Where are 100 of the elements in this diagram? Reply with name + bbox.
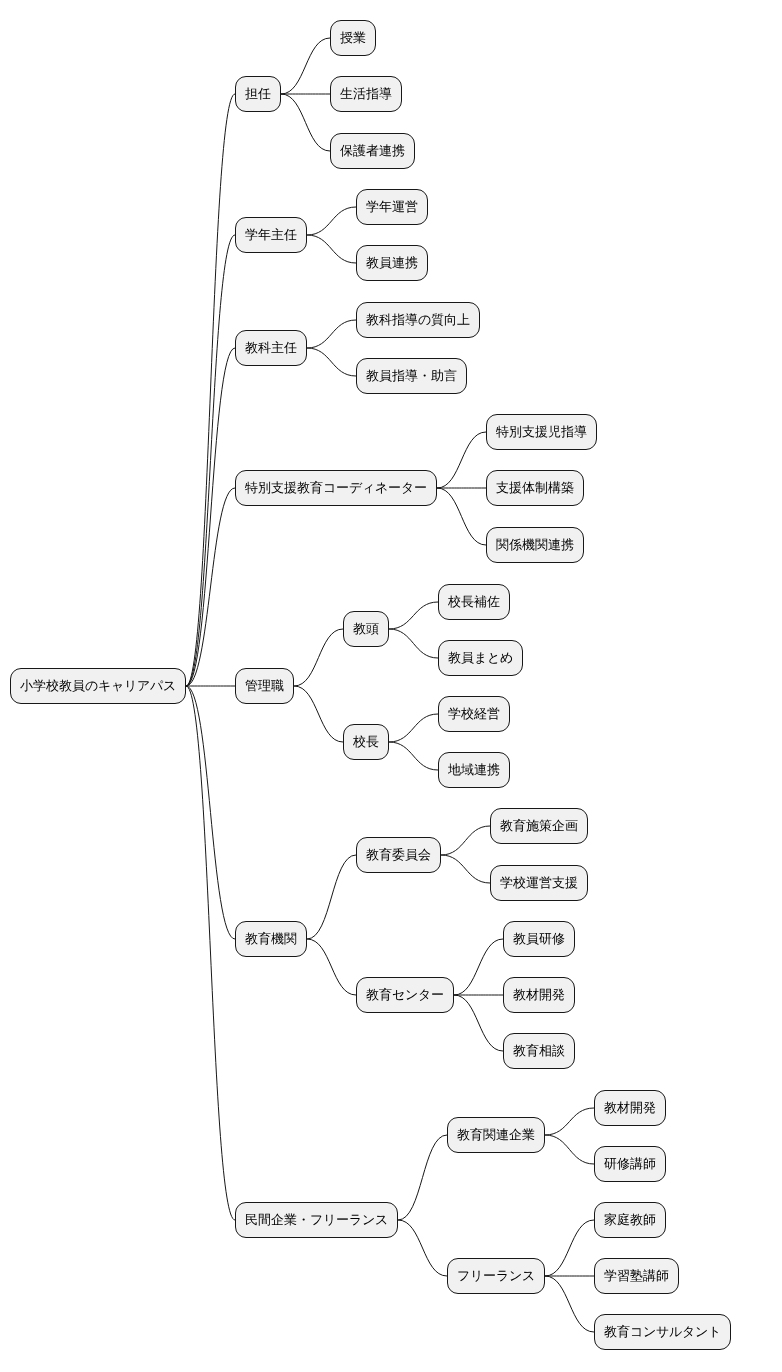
connector-line (280, 93, 331, 95)
topic-label: 教科指導の質向上 (366, 311, 470, 329)
topic-box (330, 20, 376, 56)
connector-line (306, 347, 357, 377)
connector-line (185, 487, 236, 687)
topic-box (486, 470, 584, 506)
topic-label: 教育相談 (513, 1042, 565, 1060)
topic-label: 教育関連企業 (457, 1126, 535, 1144)
connector-line (306, 938, 357, 996)
topic-label: 教員研修 (513, 930, 565, 948)
topic-box (10, 668, 186, 704)
topic-box (447, 1258, 545, 1294)
connector-line (397, 1219, 448, 1277)
connector-line (185, 685, 236, 1221)
topic-box (447, 1117, 545, 1153)
topic-label: 特別支援教育コーディネーター (245, 479, 427, 497)
connector-line (388, 601, 439, 630)
topic-label: 生活指導 (340, 85, 392, 103)
topic-box (438, 752, 510, 788)
topic-box (486, 527, 584, 563)
connector-line (185, 93, 236, 687)
topic-box (503, 921, 575, 957)
topic-box (343, 724, 389, 760)
topic-box (594, 1146, 666, 1182)
topic-label: 教員連携 (366, 254, 418, 272)
topic-box (490, 808, 588, 844)
topic-label: 地域連携 (448, 761, 500, 779)
topic-label: 教員指導・助言 (366, 367, 457, 385)
topic-label: 授業 (340, 29, 366, 47)
topic-label: 教科主任 (245, 339, 297, 357)
topic-box (438, 640, 523, 676)
topic-label: 管理職 (245, 677, 284, 695)
topic-label: 学習塾講師 (604, 1267, 669, 1285)
topic-label: 学年主任 (245, 226, 297, 244)
connector-line (280, 93, 331, 152)
topic-box (356, 245, 428, 281)
topic-box (330, 76, 402, 112)
connector-line (306, 854, 357, 940)
connector-line (397, 1134, 448, 1221)
topic-box (343, 611, 389, 647)
connector-line (185, 234, 236, 687)
topic-box (594, 1258, 679, 1294)
topic-box (356, 302, 480, 338)
topic-label: 教育センター (366, 986, 444, 1004)
topic-label: 支援体制構築 (496, 479, 574, 497)
topic-box (594, 1202, 666, 1238)
topic-label: 教育コンサルタント (604, 1323, 721, 1341)
topic-label: 教材開発 (513, 986, 565, 1004)
topic-label: 教頭 (353, 620, 379, 638)
topic-label: 特別支援児指導 (496, 423, 587, 441)
topic-box (490, 865, 588, 901)
topic-label: 民間企業・フリーランス (245, 1211, 388, 1229)
topic-box (235, 217, 307, 253)
connector-line (436, 487, 487, 546)
topic-label: 保護者連携 (340, 142, 405, 160)
connector-line (388, 713, 439, 743)
topic-label: 教育施策企画 (500, 817, 578, 835)
connector-line (306, 234, 357, 264)
topic-label: 担任 (245, 85, 271, 103)
topic-label: 教材開発 (604, 1099, 656, 1117)
connector-line (544, 1275, 595, 1333)
topic-label: 小学校教員のキャリアパス (20, 677, 176, 695)
connector-line (388, 741, 439, 771)
topic-box (235, 921, 307, 957)
topic-box (356, 977, 454, 1013)
connector-line (306, 206, 357, 236)
connector-line (440, 854, 491, 884)
topic-box (438, 584, 510, 620)
topic-box (235, 330, 307, 366)
topic-box (235, 1202, 398, 1238)
connector-line (293, 628, 344, 687)
topic-label: 研修講師 (604, 1155, 656, 1173)
connector-line (185, 685, 236, 687)
topic-box (330, 133, 415, 169)
topic-box (438, 696, 510, 732)
topic-label: 校長補佐 (448, 593, 500, 611)
connector-line (293, 685, 344, 743)
topic-box (235, 470, 437, 506)
topic-label: 学校経営 (448, 705, 500, 723)
connector-line (453, 994, 504, 1052)
topic-box (503, 977, 575, 1013)
topic-box (356, 189, 428, 225)
topic-label: 教育委員会 (366, 846, 431, 864)
topic-box (503, 1033, 575, 1069)
topic-box (594, 1090, 666, 1126)
topic-box (356, 358, 467, 394)
topic-label: 校長 (353, 733, 379, 751)
topic-label: フリーランス (457, 1267, 535, 1285)
connector-line (453, 994, 504, 996)
connector-line (440, 825, 491, 856)
connector-line (306, 319, 357, 349)
connector-line (544, 1275, 595, 1277)
topic-label: 教員まとめ (448, 649, 513, 667)
topic-label: 学校運営支援 (500, 874, 578, 892)
topic-box (486, 414, 597, 450)
topic-box (356, 837, 441, 873)
connector-line (436, 487, 487, 489)
topic-box (235, 76, 281, 112)
topic-label: 関係機関連携 (496, 536, 574, 554)
topic-box (594, 1314, 731, 1350)
